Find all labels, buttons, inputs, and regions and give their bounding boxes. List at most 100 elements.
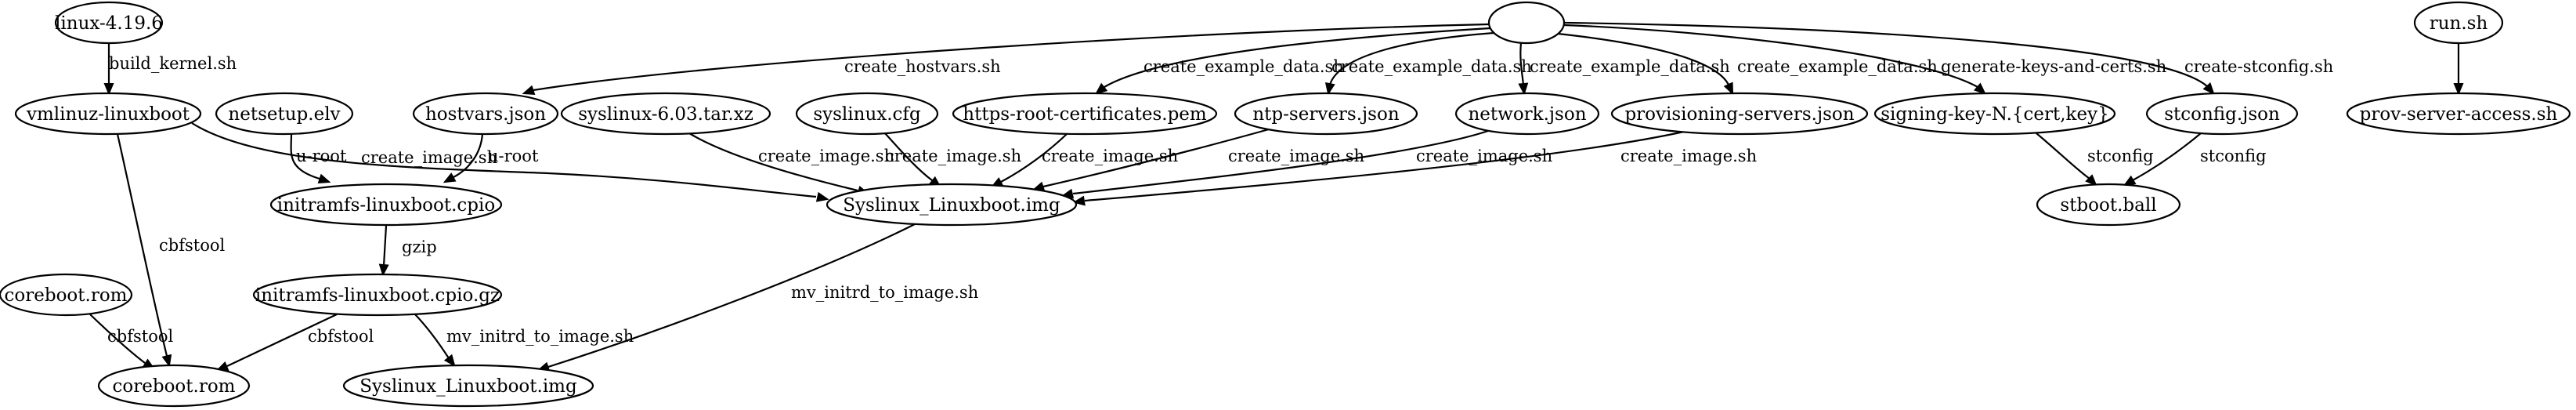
node-shape: [1454, 92, 1600, 136]
edge-label: create_image.sh: [361, 148, 497, 167]
node-shape: [1487, 1, 1566, 45]
edge-label: create-stconfig.sh: [2184, 57, 2333, 76]
node-syslinux_tar: syslinux-6.03.tar.xz: [560, 92, 771, 136]
edge-line: [533, 23, 1490, 92]
node-label: ntp-servers.json: [1252, 104, 1399, 125]
arrowhead-icon: [161, 354, 172, 368]
edge-line: [191, 122, 817, 198]
node-label: network.json: [1468, 104, 1586, 125]
node-label: stconfig.json: [2164, 104, 2280, 125]
edge-line: [1084, 130, 1685, 202]
arrowhead-icon: [1518, 82, 1529, 96]
edge-line: [2036, 132, 2090, 180]
edge-label: create_image.sh: [885, 147, 1021, 165]
edge-line: [1042, 128, 1270, 188]
edge-label: create_image.sh: [1042, 147, 1178, 165]
arrowhead-icon: [522, 85, 536, 96]
node-initramfs_gz: initramfs-linuxboot.cpio.gz: [252, 273, 503, 317]
edge-blank-to-https_certs: create_example_data.sh: [1094, 27, 1491, 95]
edge-prov_servers-to-syslinux_img: create_image.sh: [1072, 130, 1757, 206]
edge-label: create_image.sh: [1228, 147, 1364, 165]
node-initramfs: initramfs-linuxboot.cpio: [269, 183, 503, 227]
node-label: initramfs-linuxboot.cpio: [277, 195, 495, 216]
arrowhead-icon: [2123, 175, 2137, 187]
node-shape: [342, 364, 594, 408]
edge-line: [1563, 21, 2208, 87]
edge-label: u-root: [488, 147, 539, 165]
edge-label: mv_initrd_to_image.sh: [446, 327, 634, 346]
node-prov_access: prov-server-access.sh: [2346, 92, 2571, 136]
arrowhead-icon: [1094, 82, 1108, 95]
node-label: https-root-certificates.pem: [963, 104, 1207, 125]
arrowhead-icon: [1973, 82, 1986, 95]
node-ntp: ntp-servers.json: [1234, 92, 1418, 136]
node-https_certs: https-root-certificates.pem: [952, 92, 1218, 136]
node-coreboot_out: coreboot.rom: [97, 364, 251, 408]
node-shape: [2346, 92, 2571, 136]
edge-vmlinuz-to-coreboot_out: cbfstool: [116, 133, 225, 368]
edge-line: [382, 225, 388, 267]
node-label: prov-server-access.sh: [2360, 104, 2558, 125]
edge-line: [688, 132, 858, 192]
edge-label: build_kernel.sh: [109, 54, 237, 73]
edge-initramfs-to-initramfs_gz: gzip: [378, 225, 437, 277]
node-shape: [952, 92, 1218, 136]
arrowhead-icon: [443, 354, 456, 368]
arrowhead-icon: [1324, 82, 1335, 96]
edge-line: [1557, 32, 1729, 85]
edge-line: [547, 223, 917, 368]
node-label: hostvars.json: [425, 104, 546, 125]
node-shape: [0, 273, 133, 317]
node-label: Syslinux_Linuxboot.img: [359, 376, 577, 397]
edge-signing_key-to-stboot: stconfig: [2036, 132, 2154, 187]
edge-label: create_example_data.sh: [1530, 57, 1730, 76]
node-hostvars: hostvars.json: [412, 92, 559, 136]
node-syslinux_img_out: Syslinux_Linuxboot.img: [342, 364, 594, 408]
node-label: Syslinux_Linuxboot.img: [843, 195, 1060, 216]
node-label: netsetup.elv: [228, 104, 340, 125]
edge-line: [116, 133, 168, 357]
edge-line: [290, 133, 320, 180]
edge-linux-to-vmlinuz: build_kernel.sh: [103, 44, 237, 96]
arrowhead-icon: [443, 172, 457, 183]
edge-line: [226, 314, 338, 367]
edge-line: [1563, 24, 1978, 88]
edge-netsetup-to-initramfs: u-root: [290, 133, 347, 184]
node-prov_servers: provisioning-servers.json: [1610, 92, 1869, 136]
arrowhead-icon: [103, 83, 114, 96]
node-shape: [54, 1, 164, 45]
edge-line: [414, 314, 450, 359]
node-shape: [1234, 92, 1418, 136]
node-shape: [795, 92, 939, 136]
arrowhead-icon: [815, 191, 829, 202]
edge-label: create_image.sh: [1620, 147, 1757, 165]
edge-blank-to-prov_servers: create_example_data.sh: [1557, 32, 1938, 96]
edge-initramfs_gz-to-coreboot_out: cbfstool: [215, 314, 374, 371]
node-signing_key: signing-key-N.{cert,key}: [1873, 92, 2116, 136]
node-shape: [97, 364, 251, 408]
arrowhead-icon: [378, 263, 389, 277]
node-shape: [826, 183, 1078, 227]
edge-line: [2132, 132, 2202, 181]
node-shape: [1610, 92, 1869, 136]
edge-network-to-syslinux_img: create_image.sh: [1060, 129, 1552, 199]
edge-label: create_example_data.sh: [1737, 57, 1938, 76]
edge-label: cbfstool: [159, 236, 225, 255]
edge-label: cbfstool: [107, 327, 173, 346]
edge-blank-to-stconfig: create-stconfig.sh: [1563, 21, 2333, 95]
node-stboot: stboot.ball: [2036, 183, 2181, 227]
arrowhead-icon: [317, 173, 331, 184]
node-shape: [412, 92, 559, 136]
node-shape: [215, 92, 354, 136]
edge-label: create_example_data.sh: [1143, 57, 1344, 76]
edge-label: stconfig: [2087, 147, 2154, 165]
node-shape: [269, 183, 503, 227]
edge-ntp-to-syslinux_img: create_image.sh: [1031, 128, 1364, 192]
edge-label: gzip: [402, 238, 437, 256]
arrowhead-icon: [2453, 83, 2464, 96]
node-linux: linux-4.19.6: [54, 1, 164, 45]
node-stconfig: stconfig.json: [2145, 92, 2299, 136]
edge-blank-to-ntp: create_example_data.sh: [1324, 31, 1532, 96]
arrowhead-icon: [2085, 174, 2097, 187]
node-label: linux-4.19.6: [55, 13, 163, 34]
